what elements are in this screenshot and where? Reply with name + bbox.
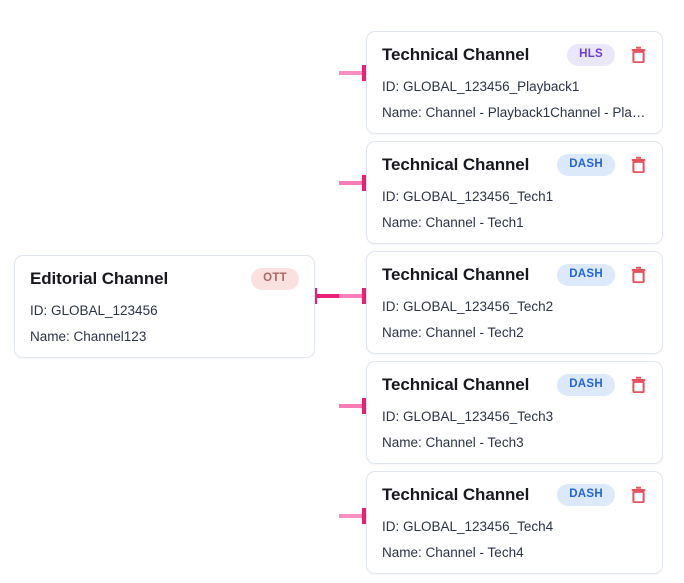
card-title: Technical Channel bbox=[382, 374, 530, 394]
card-name-line: Name: Channel123 bbox=[30, 328, 147, 344]
technical-channel-card[interactable]: Technical Channel HLS ID: GLOBAL_123456_… bbox=[366, 31, 663, 134]
card-header-right: DASH bbox=[557, 264, 647, 286]
delete-button[interactable] bbox=[629, 375, 647, 395]
editorial-channel-card[interactable]: Editorial Channel OTT ID: GLOBAL_123456 … bbox=[14, 255, 315, 358]
delete-button[interactable] bbox=[629, 265, 647, 285]
card-header-right: DASH bbox=[557, 374, 647, 396]
card-header: Technical Channel DASH bbox=[382, 374, 647, 396]
card-header: Editorial Channel OTT bbox=[30, 268, 299, 290]
status-badge: DASH bbox=[557, 374, 615, 396]
card-id-line: ID: GLOBAL_123456 bbox=[30, 302, 158, 318]
status-badge: DASH bbox=[557, 154, 615, 176]
card-header: Technical Channel DASH bbox=[382, 484, 647, 506]
technical-channel-card[interactable]: Technical Channel DASH ID: GLOBAL_123456… bbox=[366, 471, 663, 574]
delete-button[interactable] bbox=[629, 485, 647, 505]
card-name-line: Name: Channel - Tech4 bbox=[382, 544, 524, 560]
card-header-right: OTT bbox=[251, 268, 299, 290]
status-badge: HLS bbox=[567, 44, 615, 66]
trash-icon bbox=[631, 377, 645, 394]
card-header-right: HLS bbox=[567, 44, 647, 66]
trash-icon bbox=[631, 487, 645, 504]
card-header: Technical Channel DASH bbox=[382, 154, 647, 176]
card-header: Technical Channel HLS bbox=[382, 44, 647, 66]
delete-button[interactable] bbox=[629, 155, 647, 175]
trash-icon bbox=[631, 267, 645, 284]
card-id-line: ID: GLOBAL_123456_Tech3 bbox=[382, 408, 554, 424]
card-header: Technical Channel DASH bbox=[382, 264, 647, 286]
technical-channel-card[interactable]: Technical Channel DASH ID: GLOBAL_123456… bbox=[366, 251, 663, 354]
card-name-line: Name: Channel - Tech3 bbox=[382, 434, 524, 450]
card-id-line: ID: GLOBAL_123456_Playback1 bbox=[382, 78, 580, 94]
card-title: Editorial Channel bbox=[30, 268, 169, 288]
status-badge: OTT bbox=[251, 268, 299, 290]
card-title: Technical Channel bbox=[382, 154, 530, 174]
technical-channel-card[interactable]: Technical Channel DASH ID: GLOBAL_123456… bbox=[366, 361, 663, 464]
card-title: Technical Channel bbox=[382, 44, 530, 64]
technical-channel-card[interactable]: Technical Channel DASH ID: GLOBAL_123456… bbox=[366, 141, 663, 244]
status-badge: DASH bbox=[557, 264, 615, 286]
card-id-line: ID: GLOBAL_123456_Tech1 bbox=[382, 188, 554, 204]
card-header-right: DASH bbox=[557, 484, 647, 506]
card-title: Technical Channel bbox=[382, 264, 530, 284]
card-title: Technical Channel bbox=[382, 484, 530, 504]
card-id-line: ID: GLOBAL_123456_Tech2 bbox=[382, 298, 554, 314]
trash-icon bbox=[631, 47, 645, 64]
card-id-line: ID: GLOBAL_123456_Tech4 bbox=[382, 518, 554, 534]
trash-icon bbox=[631, 157, 645, 174]
card-name-line: Name: Channel - Tech2 bbox=[382, 324, 524, 340]
card-header-right: DASH bbox=[557, 154, 647, 176]
card-name-line: Name: Channel - Playback1Channel - Playb… bbox=[382, 104, 647, 120]
status-badge: DASH bbox=[557, 484, 615, 506]
delete-button[interactable] bbox=[629, 45, 647, 65]
card-name-line: Name: Channel - Tech1 bbox=[382, 214, 524, 230]
